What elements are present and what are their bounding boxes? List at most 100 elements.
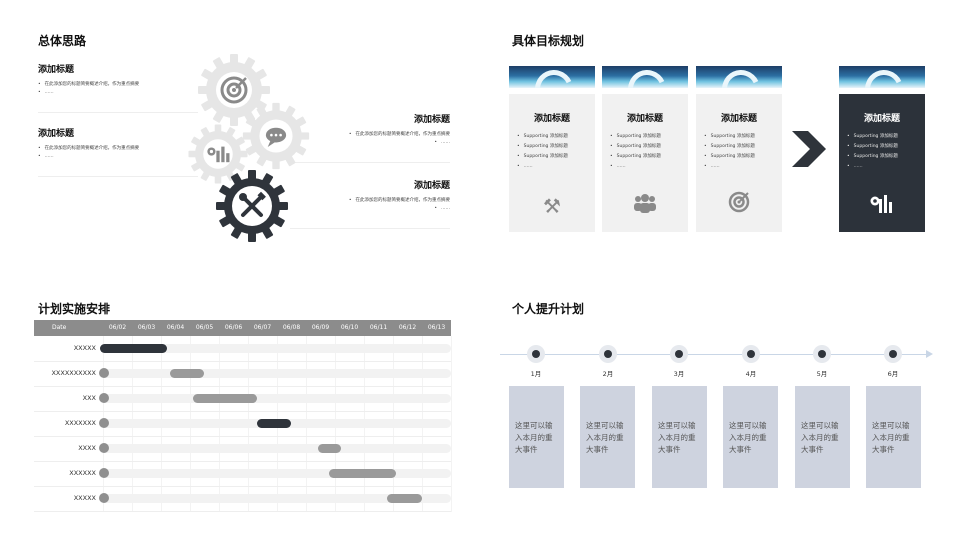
wave-image	[602, 66, 688, 88]
gear-tools	[216, 170, 288, 242]
gantt-grid-line	[451, 336, 452, 512]
gantt-track	[100, 418, 451, 428]
gantt-task-label: XXXX	[78, 444, 96, 452]
gantt-track	[100, 493, 451, 503]
item-ellipsis: ……	[38, 153, 198, 161]
right-item-2: 添加标题 在此添加您的标题简要概述介绍，作为重点摘要 ……	[300, 178, 451, 213]
card-item: Supporting 添加标题	[847, 132, 925, 142]
gantt-header-date: Date	[52, 324, 67, 331]
month-event-box: 这里可以输入本月的重大事件	[723, 386, 778, 488]
gantt-bar	[256, 418, 292, 428]
chart-icon	[839, 193, 925, 218]
gantt-start-dot	[99, 368, 109, 378]
gantt-grid-line	[161, 336, 162, 512]
gantt-date-col: 06/05	[195, 324, 214, 331]
month-label: 2月	[602, 370, 614, 378]
gantt-header: Date 06/02 06/03 06/04 06/05 06/06 06/07…	[34, 320, 451, 336]
gantt-task-label: XXXXXXX	[64, 419, 96, 427]
gantt-date-col: 06/07	[253, 324, 272, 331]
gantt-date-col: 06/02	[108, 324, 127, 331]
gear-chart	[188, 124, 248, 184]
month-event-box: 这里可以输入本月的重大事件	[652, 386, 707, 488]
gantt-grid-line	[103, 336, 104, 512]
card-item: Supporting 添加标题	[847, 152, 925, 162]
left-item-2: 添加标题 在此添加您的标题简要概述介绍，作为重点摘要 ……	[38, 126, 198, 161]
gantt-task-label: XXX	[82, 394, 96, 402]
wave-image	[696, 66, 782, 88]
card-item: Supporting 添加标题	[610, 142, 688, 152]
month-label: 6月	[887, 370, 899, 378]
item-heading: 添加标题	[413, 115, 450, 125]
item-text: 在此添加您的标题简要概述介绍，作为重点摘要	[300, 131, 451, 139]
month-event-box: 这里可以输入本月的重大事件	[509, 386, 564, 488]
gantt-start-dot	[99, 443, 109, 453]
gantt-start-dot	[99, 493, 109, 503]
timeline-dot	[884, 345, 902, 363]
right-item-1: 添加标题 在此添加您的标题简要概述介绍，作为重点摘要 ……	[300, 112, 451, 147]
month-label: 4月	[745, 370, 757, 378]
target-icon	[696, 191, 782, 218]
month-label: 3月	[673, 370, 685, 378]
gantt-task-label: XXXXXXXXXX	[51, 369, 96, 377]
divider	[38, 176, 198, 177]
gantt-grid-line	[132, 336, 133, 512]
section-title-goals: 具体目标规划	[512, 34, 585, 48]
gantt-date-col: 06/06	[224, 324, 243, 331]
divider	[38, 112, 198, 113]
card-item: Supporting 添加标题	[704, 142, 782, 152]
item-text: 在此添加您的标题简要概述介绍，作为重点摘要	[300, 197, 451, 205]
gantt-date-col: 06/04	[166, 324, 185, 331]
month-label: 1月	[530, 370, 542, 378]
gantt-bar	[317, 443, 341, 453]
card-item: Supporting 添加标题	[517, 142, 595, 152]
gantt-track	[100, 393, 451, 403]
gantt-track	[100, 368, 451, 378]
tools-icon	[239, 191, 266, 217]
timeline-line	[500, 354, 930, 355]
section-title-overall: 总体思路	[38, 34, 87, 48]
timeline-dot	[813, 345, 831, 363]
gantt-start-dot	[99, 418, 109, 428]
gantt-grid-line	[306, 336, 307, 512]
card-item: ……	[517, 162, 595, 172]
gantt-grid-line	[248, 336, 249, 512]
gantt-track	[100, 343, 451, 353]
gantt-grid-line	[422, 336, 423, 512]
gantt-date-col: 06/10	[340, 324, 359, 331]
gantt-bar	[329, 468, 396, 478]
card-item: Supporting 添加标题	[517, 132, 595, 142]
section-title-personal: 个人提升计划	[512, 302, 585, 316]
divider	[290, 228, 450, 229]
goal-card-4: 添加标题 Supporting 添加标题 Supporting 添加标题 Sup…	[839, 94, 925, 232]
gantt-row-divider	[34, 411, 451, 412]
card-item: Supporting 添加标题	[704, 132, 782, 142]
gantt-row-divider	[34, 511, 451, 512]
gantt-row-divider	[34, 436, 451, 437]
gantt-start-dot	[99, 468, 109, 478]
gantt-bar	[192, 393, 257, 403]
section-title-schedule: 计划实施安排	[38, 302, 111, 316]
card-item: Supporting 添加标题	[610, 132, 688, 142]
card-item: Supporting 添加标题	[517, 152, 595, 162]
gantt-grid-line	[364, 336, 365, 512]
gantt-grid-line	[219, 336, 220, 512]
gantt-bar	[169, 368, 205, 378]
item-ellipsis: ……	[300, 205, 450, 213]
left-item-1: 添加标题 在此添加您的标题简要概述介绍，作为重点摘要 ……	[38, 62, 198, 97]
gantt-date-col: 06/11	[369, 324, 388, 331]
target-icon	[220, 76, 248, 104]
gantt-date-col: 06/12	[398, 324, 417, 331]
gantt-row-divider	[34, 461, 451, 462]
gantt-date-col: 06/03	[137, 324, 156, 331]
gantt-task-label: XXXXXX	[69, 469, 96, 477]
item-ellipsis: ……	[38, 89, 198, 97]
item-ellipsis: ……	[300, 139, 450, 147]
gantt-row-divider	[34, 386, 451, 387]
divider	[290, 162, 450, 163]
card-item: ……	[704, 162, 782, 172]
month-label: 5月	[816, 370, 828, 378]
gantt-grid-line	[393, 336, 394, 512]
card-item: ……	[847, 162, 925, 172]
timeline-dot	[670, 345, 688, 363]
gantt-grid-line	[277, 336, 278, 512]
